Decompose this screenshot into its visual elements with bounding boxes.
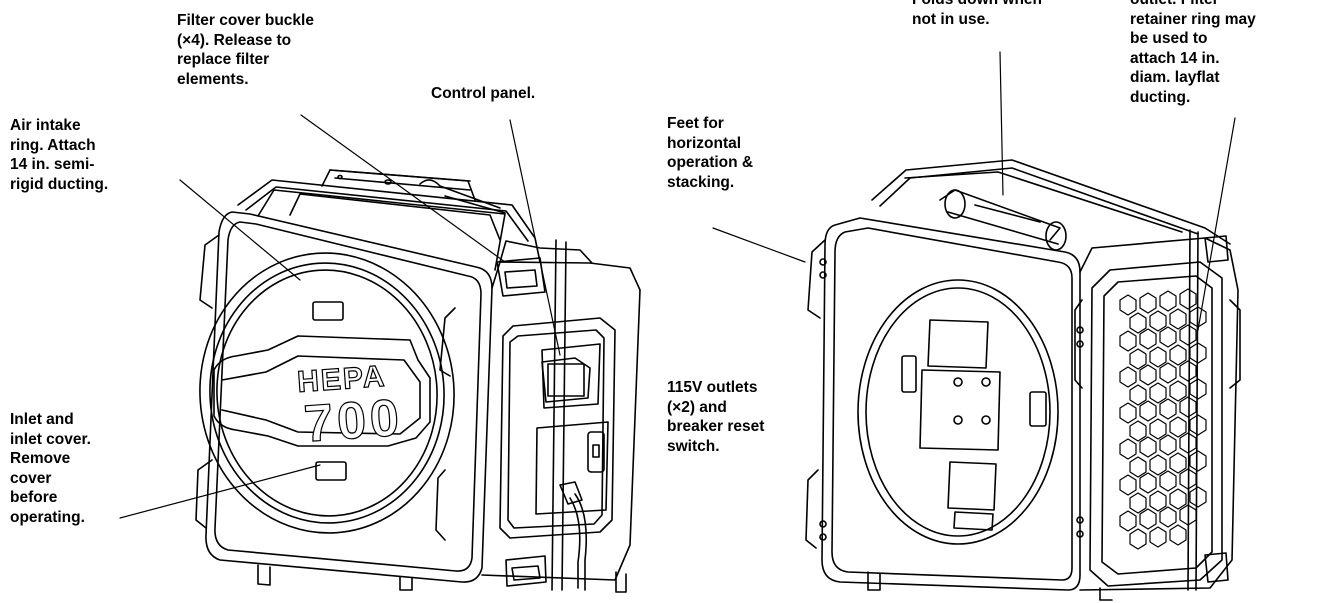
rear-view-unit — [805, 159, 1241, 601]
front-view-unit — [195, 169, 641, 593]
control-panel-label: Control panel. — [431, 85, 536, 102]
air-intake-ring-label: Air intake ring. Attach 14 in. semi- rig… — [10, 117, 109, 193]
outlet-retainer-label: outlet. Filter retainer ring may be used… — [1130, 0, 1256, 106]
handle-folds-label: Folds down when not in use. — [912, 0, 1042, 28]
logo-line-700: 700 — [302, 389, 405, 454]
logo-line-hepa: HEPA — [296, 360, 387, 399]
inlet-cover-label: Inlet and inlet cover. Remove cover befo… — [10, 411, 91, 526]
feet-label: Feet for horizontal operation & stacking… — [667, 115, 754, 191]
leader-lines — [119, 51, 1236, 519]
outlets-breaker-label: 115V outlets (×2) and breaker reset swit… — [667, 379, 765, 455]
filter-cover-buckle-label: Filter cover buckle (×4). Release to rep… — [177, 12, 314, 88]
hepa-700-logo: HEPA 700 — [296, 359, 406, 454]
